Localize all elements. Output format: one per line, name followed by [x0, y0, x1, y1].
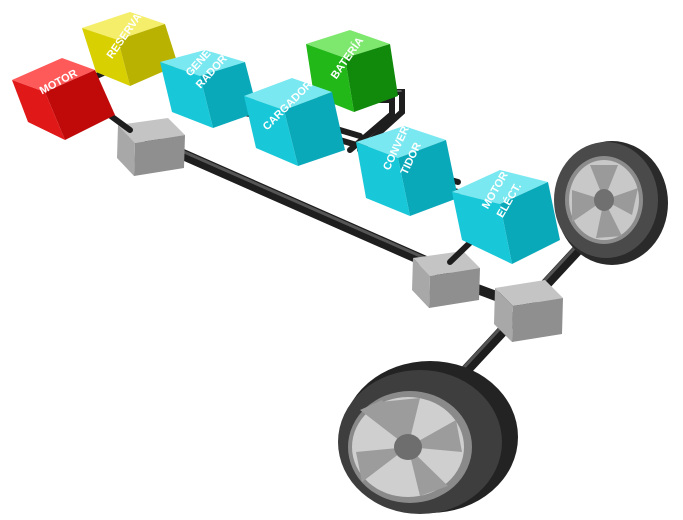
gearbox-front — [117, 118, 185, 176]
wheel-right-spokes — [572, 165, 638, 238]
convertidor-box: CONVER- TIDOR — [356, 121, 458, 216]
motor-box: MOTOR — [12, 58, 115, 140]
gearbox-middle — [412, 251, 480, 308]
wheel-left — [338, 361, 518, 514]
cargador-box: CARGADOR — [244, 78, 345, 166]
gearbox-differential — [494, 280, 563, 342]
generador-box: GENE- RADOR — [160, 45, 258, 128]
motor-elect-box: MOTOR ELÉCT. — [452, 170, 560, 264]
wheel-right — [554, 141, 668, 265]
